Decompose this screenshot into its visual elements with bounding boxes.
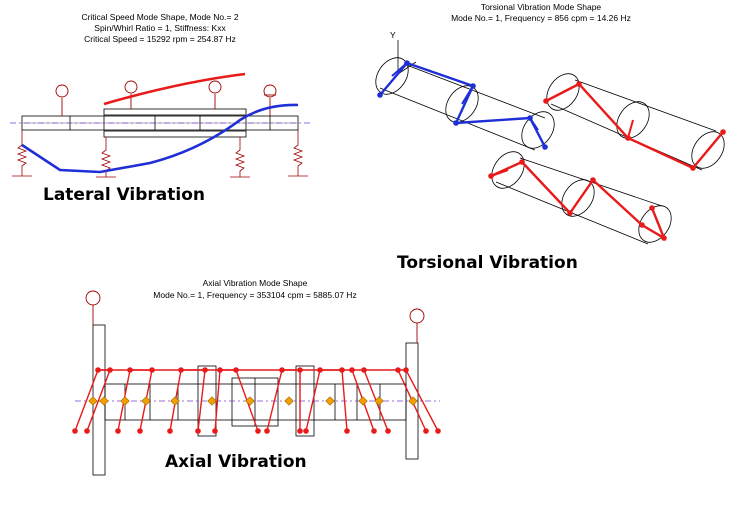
axial-title-line-2: Mode No.= 1, Frequency = 353104 cpm = 58… — [153, 290, 356, 300]
torsional-axis-label-y: Y — [390, 30, 396, 40]
lateral-panel: Critical Speed Mode Shape, Mode No.= 2 S… — [10, 12, 310, 205]
lateral-title-line-2: Spin/Whirl Ratio = 1, Stiffness: Kxx — [94, 23, 226, 33]
lateral-title-line-1: Critical Speed Mode Shape, Mode No.= 2 — [81, 12, 238, 22]
axial-end-markers — [85, 290, 425, 343]
axial-panel: Axial Vibration Mode Shape Mode No.= 1, … — [72, 278, 441, 476]
torsional-title-line-1: Torsional Vibration Mode Shape — [481, 2, 602, 12]
torsional-red-upper-nodes — [543, 81, 726, 171]
axial-centerline-nodes — [88, 396, 418, 406]
torsional-panel: Torsional Vibration Mode Shape Mode No.=… — [375, 2, 726, 273]
torsional-red-lower-mode-shape — [490, 160, 667, 241]
axial-caption: Axial Vibration — [165, 452, 307, 472]
torsional-blue-shaft — [375, 57, 555, 151]
torsional-caption: Torsional Vibration — [397, 253, 578, 273]
lateral-mode-shape-blue — [21, 103, 299, 174]
torsional-blue-mode-shape — [379, 61, 547, 148]
lateral-title-line-3: Critical Speed = 15292 rpm = 254.87 Hz — [84, 34, 236, 44]
torsional-red-lower-nodes — [488, 159, 667, 241]
lateral-caption: Lateral Vibration — [43, 185, 205, 205]
lateral-supports — [12, 130, 308, 178]
axial-red-nodes — [72, 367, 441, 434]
axial-mode-shape — [74, 369, 439, 432]
lateral-mode-shape-red — [103, 72, 246, 106]
torsional-blue-nodes — [377, 60, 548, 150]
lateral-disk-markers — [55, 80, 277, 116]
torsional-title-line-2: Mode No.= 1, Frequency = 856 cpm = 14.26… — [451, 13, 631, 23]
axial-title-line-1: Axial Vibration Mode Shape — [203, 278, 308, 288]
torsional-red-upper-mode-shape — [545, 82, 724, 170]
